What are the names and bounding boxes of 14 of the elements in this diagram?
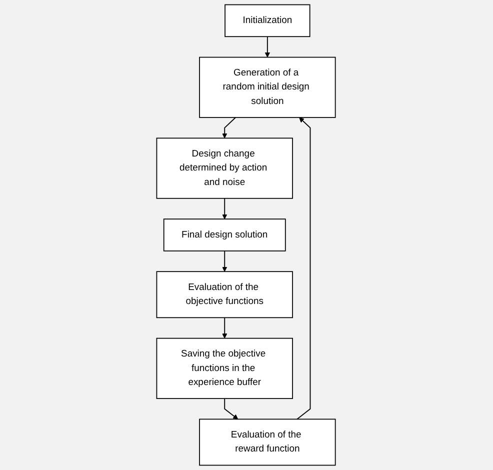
arrow <box>222 198 228 220</box>
node-box: Evaluation of the reward function <box>200 418 336 466</box>
arrow <box>224 398 239 420</box>
arrow <box>296 117 312 420</box>
node-box: Initialization <box>225 4 311 38</box>
node-box: Design change determined by action and noise <box>156 138 294 199</box>
arrow <box>265 36 270 58</box>
node-box: Generation of a random initial design solution <box>200 56 336 118</box>
node-box: Final design solution <box>164 218 286 252</box>
arrow <box>222 250 228 272</box>
node-box: Saving the objective functions in the experience buffer <box>156 338 294 399</box>
node-box: Evaluation of the objective functions <box>156 271 294 318</box>
arrow <box>222 117 236 138</box>
arrow <box>222 317 228 339</box>
